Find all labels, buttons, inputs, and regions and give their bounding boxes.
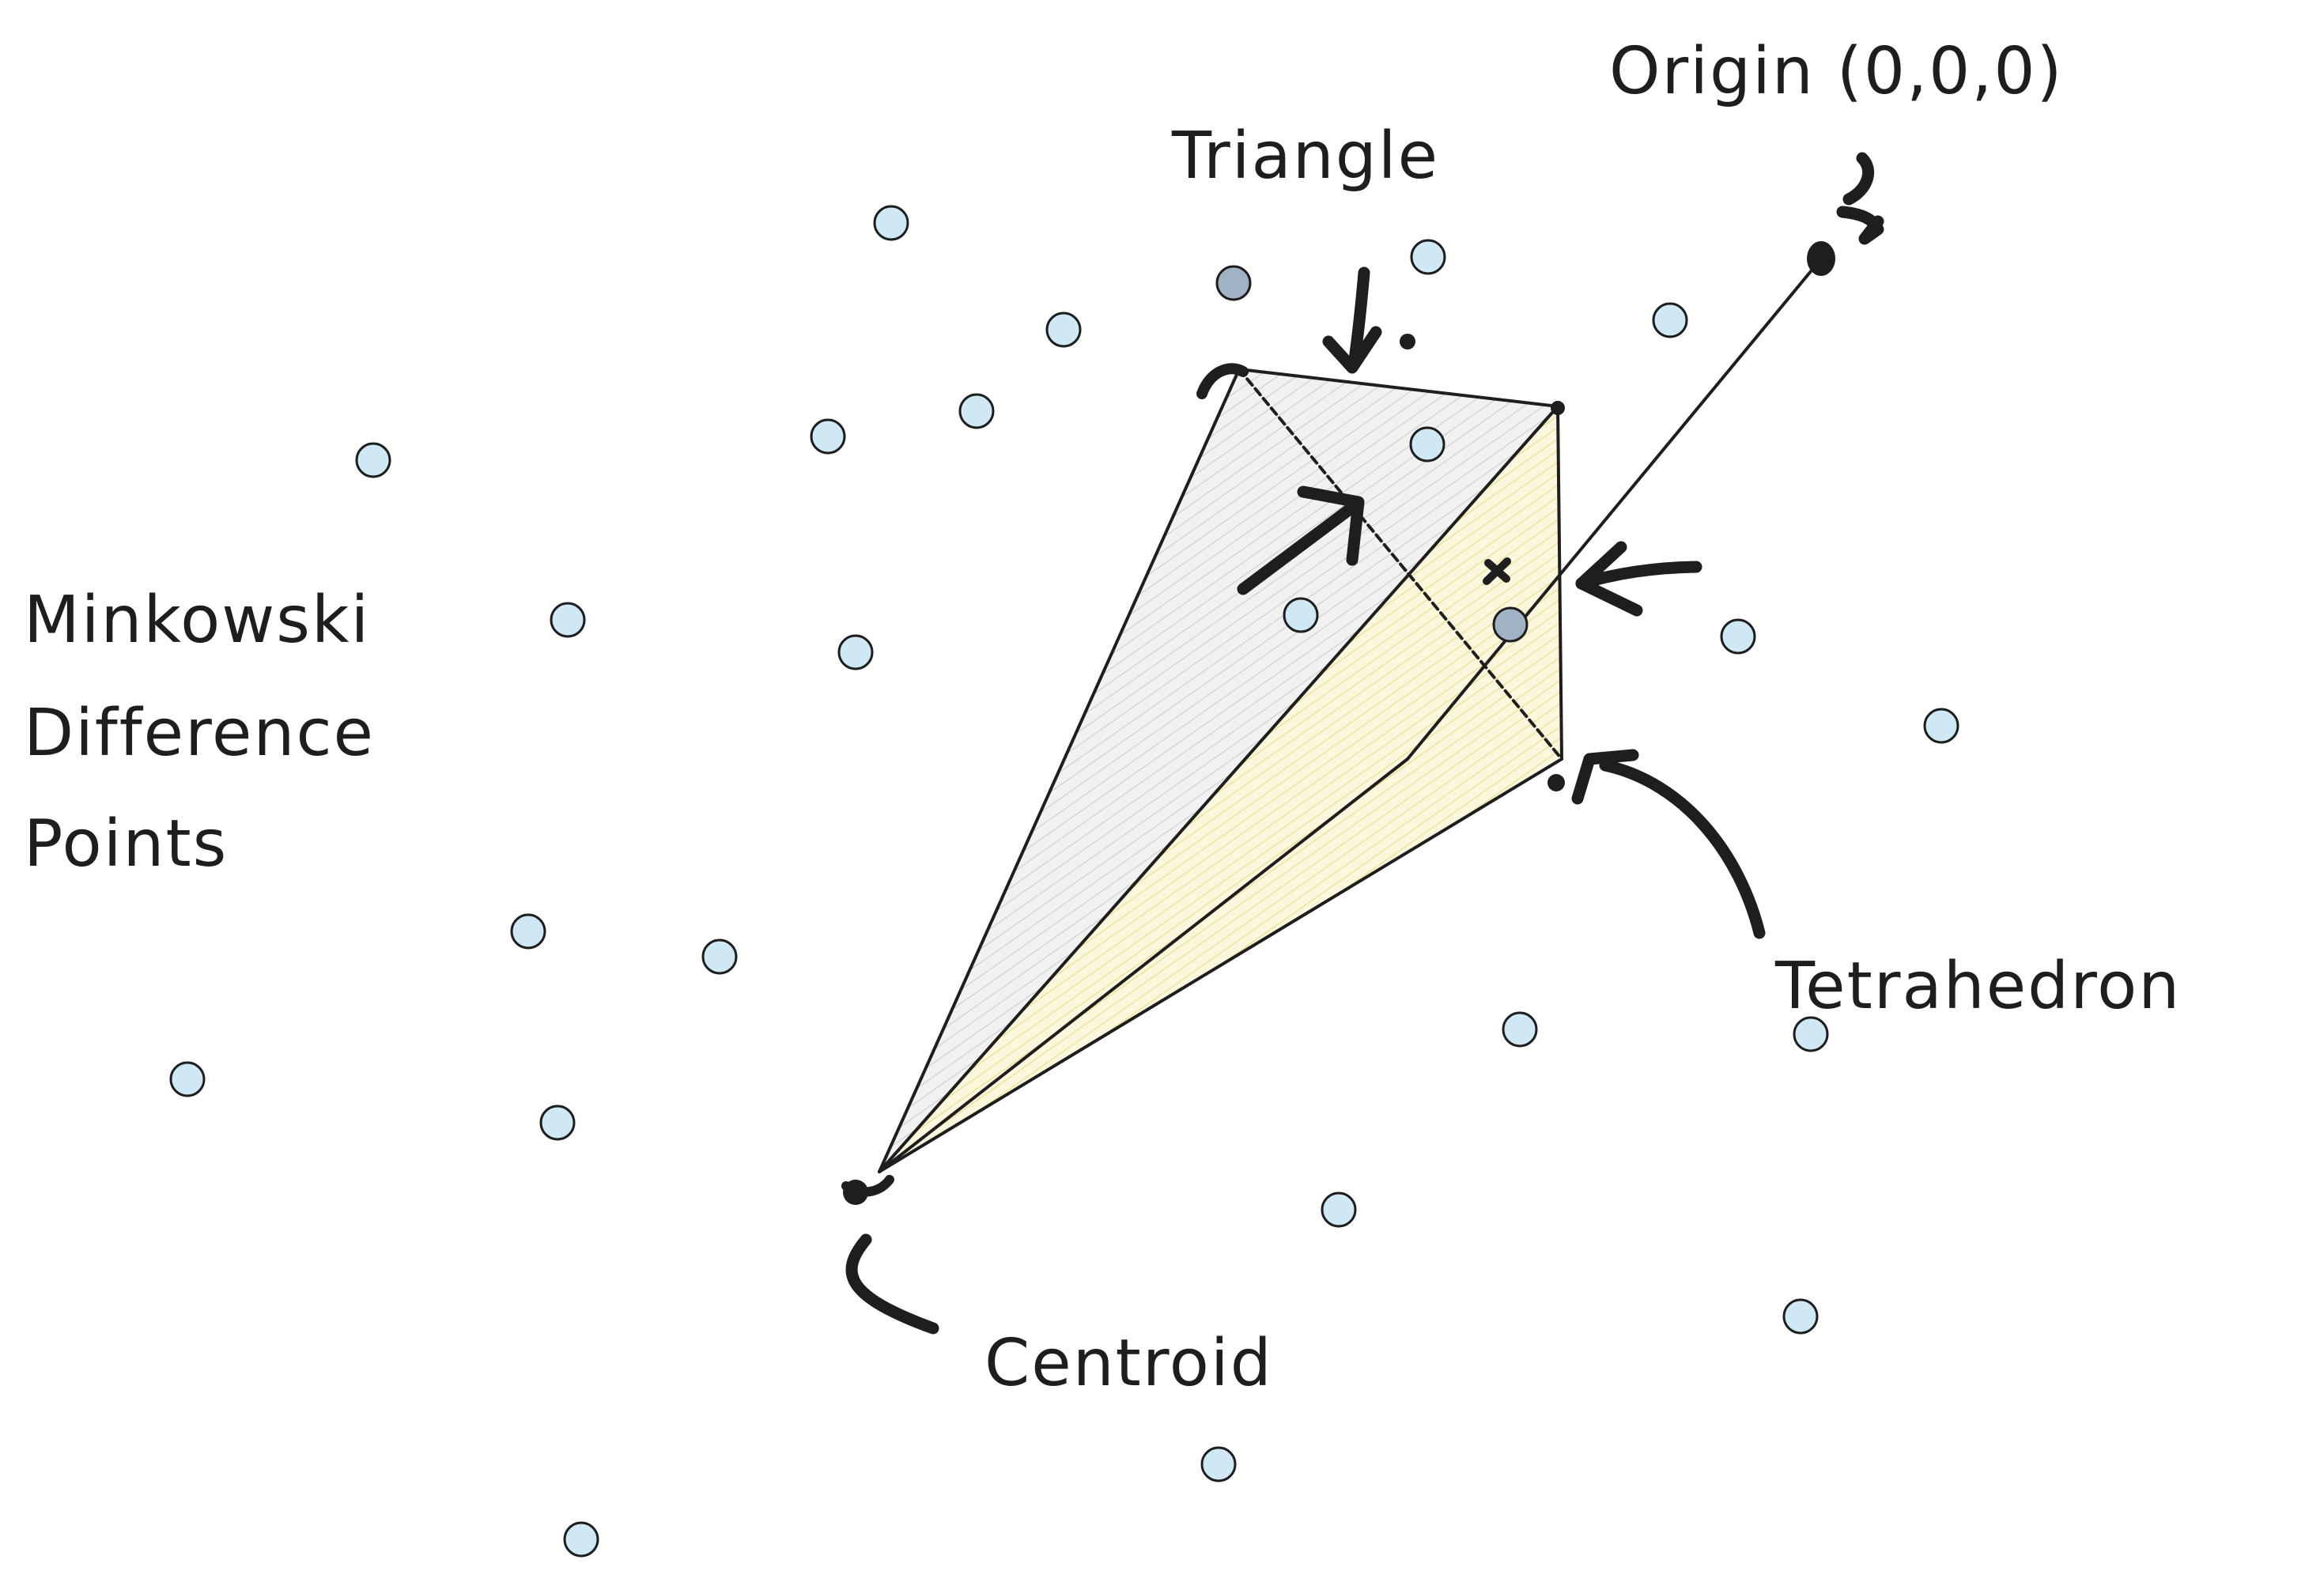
minkowski-point: [563, 1521, 599, 1558]
minkowski-point: [550, 602, 586, 638]
triangle-label: Triangle: [1171, 119, 1439, 194]
intersection-x-icon: [1483, 557, 1511, 585]
minkowski-point: [539, 1105, 576, 1141]
vertex-top-left: [1196, 363, 1249, 399]
labels: Origin (0,0,0) Triangle Minkowski Differ…: [24, 34, 2181, 1401]
minkowski-points: [169, 205, 1959, 1558]
minkowski-point: [1793, 1016, 1829, 1052]
minkowski-point: [1200, 1446, 1237, 1482]
tetrahedron-arrow: [1571, 749, 1766, 939]
minkowski-point: [958, 393, 995, 429]
minkowski-point: [355, 442, 391, 478]
minkowski-label-line1: Minkowski: [24, 583, 370, 658]
edge-right: [1556, 405, 1563, 761]
minkowski-point: [1782, 1298, 1819, 1335]
minkowski-point: [1321, 1191, 1357, 1228]
minkowski-point: [701, 938, 738, 975]
vertex-top-right: [1551, 401, 1565, 415]
minkowski-point: [169, 1061, 206, 1097]
tetrahedron-shape: [878, 368, 1563, 1173]
edge-centroid-inner: [878, 757, 1409, 1173]
minkowski-point: [1492, 606, 1529, 643]
minkowski-label-line2: Difference: [24, 696, 375, 771]
minkowski-point: [1409, 426, 1445, 463]
minkowski-point: [1652, 302, 1688, 338]
edge-top: [1238, 368, 1559, 408]
minkowski-point: [810, 418, 846, 455]
minkowski-point: [1923, 708, 1959, 744]
origin-dot: [1807, 241, 1835, 276]
minkowski-point: [1045, 312, 1082, 348]
edge-centroid-bottom-right: [878, 757, 1563, 1173]
vertices: [841, 241, 1835, 1205]
edge-centroid-top-left: [878, 368, 1241, 1173]
minkowski-point: [1720, 618, 1756, 655]
arrows: [845, 152, 1884, 1335]
minkowski-point: [1283, 597, 1319, 633]
triangle-face-hatch: [879, 369, 1562, 1172]
origin-ray: [1406, 255, 1824, 761]
origin-label: Origin (0,0,0): [1609, 34, 2064, 109]
face-arrow: [1237, 485, 1365, 595]
triangle-arrow: [1322, 266, 1415, 374]
edge-centroid-top-right: [878, 405, 1559, 1173]
minkowski-point: [1502, 1011, 1538, 1048]
centroid-mark: [841, 1175, 894, 1197]
minkowski-point: [1215, 265, 1252, 301]
vertex-bottom-right: [1547, 774, 1565, 791]
minkowski-point: [873, 205, 909, 241]
minkowski-point: [1410, 239, 1446, 275]
minkowski-point: [837, 634, 874, 670]
minkowski-label-line3: Points: [24, 806, 228, 882]
intersection-arrow: [1575, 541, 1702, 617]
origin-arrow: [1836, 152, 1884, 245]
centroid-hook: [845, 1233, 939, 1335]
edge-diagonal-dashed: [1238, 368, 1563, 761]
tetrahedron-label: Tetrahedron: [1774, 949, 2181, 1024]
centroid-label: Centroid: [984, 1326, 1273, 1401]
minkowski-point: [510, 913, 546, 950]
